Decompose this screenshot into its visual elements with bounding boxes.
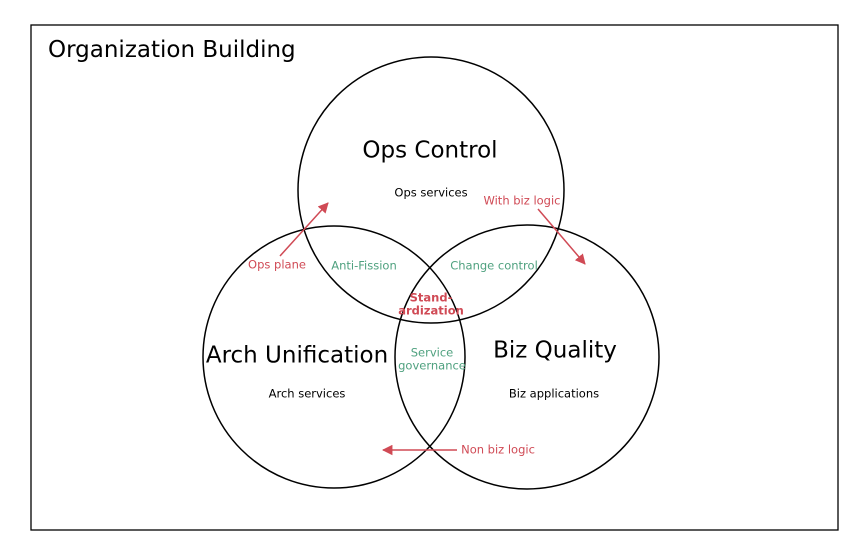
biz-applications-label: Biz applications: [508, 386, 600, 401]
arrow-with-biz-logic: [537, 208, 586, 265]
arch-unification-label: Arch Unification: [205, 342, 389, 369]
frame: [30, 24, 839, 531]
arrow-ops-plane: [279, 202, 329, 257]
with-biz-logic-label: With biz logic: [483, 193, 561, 208]
ops-control-label: Ops Control: [362, 137, 498, 164]
circle-arch-unification: [202, 225, 466, 489]
non-biz-logic-label: Non biz logic: [461, 442, 535, 457]
standardization-line-2: ardization: [398, 303, 464, 317]
standardization-label: Stand- ardization: [398, 291, 464, 316]
arch-services-label: Arch services: [268, 386, 346, 401]
change-control-label: Change control: [450, 258, 538, 273]
ops-services-label: Ops services: [394, 185, 468, 200]
service-governance-label: Service governance: [398, 345, 466, 372]
ops-plane-label: Ops plane: [248, 257, 306, 272]
circle-biz-quality: [394, 224, 660, 490]
standardization-line-1: Stand-: [409, 290, 453, 305]
circle-ops-control: [297, 56, 565, 324]
page-title: Organization Building: [48, 37, 296, 63]
anti-fission-label: Anti-Fission: [331, 258, 397, 273]
biz-quality-label: Biz Quality: [493, 337, 617, 364]
